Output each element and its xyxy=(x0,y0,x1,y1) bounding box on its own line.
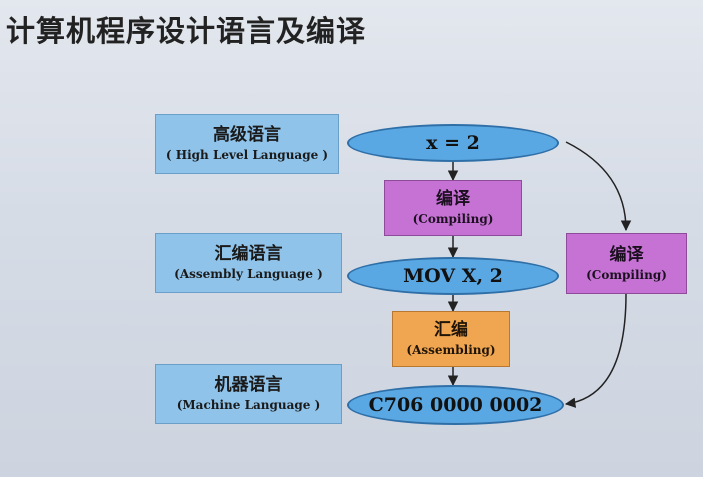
step-compile-side-cn: 编译 xyxy=(609,244,644,265)
level-label-assembly: 汇编语言 (Assembly Language ) xyxy=(155,233,342,293)
step-compile-center-en: (Compiling) xyxy=(412,212,494,226)
step-compile-center-cn: 编译 xyxy=(436,189,470,209)
level-label-machine-en: (Machine Language ) xyxy=(176,398,321,412)
level-label-high-cn: 高级语言 xyxy=(213,125,281,145)
level-label-machine: 机器语言 (Machine Language ) xyxy=(155,364,342,424)
step-assemble-en: (Assembling) xyxy=(406,343,496,357)
arrow-high-to-side-compile xyxy=(565,141,632,232)
level-label-high: 高级语言 ( High Level Language ) xyxy=(155,114,339,174)
node-assembly-code: MOV X, 2 xyxy=(347,257,559,295)
node-machine-code: C706 0000 0002 xyxy=(347,385,564,425)
slide-title: 计算机程序设计语言及编译 xyxy=(6,14,367,48)
step-compile-side-en: (Compiling) xyxy=(586,267,667,282)
step-compile-center: 编译 (Compiling) xyxy=(384,180,522,236)
arrow-side-compile-to-machine xyxy=(564,293,627,408)
level-label-machine-cn: 机器语言 xyxy=(214,375,283,395)
step-compile-side: 编译 (Compiling) xyxy=(566,233,687,294)
step-assemble-cn: 汇编 xyxy=(434,320,468,340)
node-high-level-code: x = 2 xyxy=(347,124,559,162)
step-assemble: 汇编 (Assembling) xyxy=(392,311,510,367)
level-label-assembly-cn: 汇编语言 xyxy=(214,244,283,264)
level-label-assembly-en: (Assembly Language ) xyxy=(174,267,323,281)
level-label-high-en: ( High Level Language ) xyxy=(165,148,329,162)
